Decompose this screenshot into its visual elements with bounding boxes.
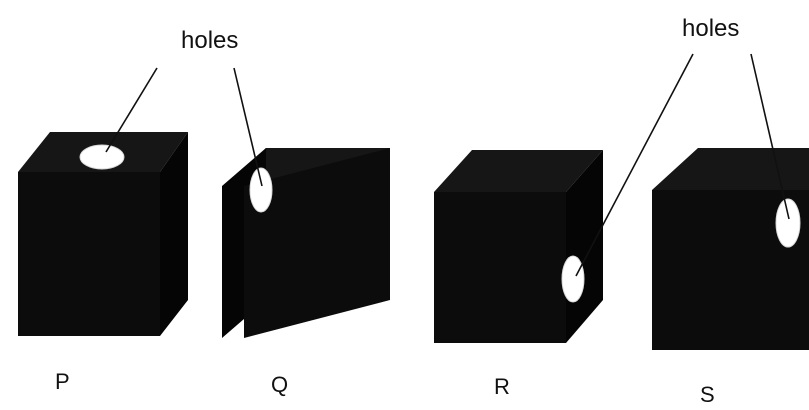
leader-line-to-hole-s: [750, 53, 790, 220]
block-s-hole: [775, 198, 801, 248]
caption-holes-right: holes: [682, 15, 739, 42]
block-r: [434, 150, 603, 343]
block-label-q: Q: [271, 372, 288, 397]
block-s: [652, 148, 809, 350]
block-p: [18, 132, 188, 336]
block-s-front-face: [652, 190, 809, 350]
block-r-hole: [561, 255, 585, 303]
leader-line-to-hole-q: [233, 67, 263, 187]
block-p-front-face: [18, 172, 160, 336]
block-q: [222, 148, 390, 338]
block-q-hole: [249, 167, 273, 213]
block-label-r: R: [494, 374, 510, 399]
leader-line-to-hole-r: [575, 53, 694, 277]
caption-holes-left: holes: [181, 27, 238, 54]
block-r-front-face: [434, 192, 566, 343]
block-r-top-face: [434, 150, 603, 192]
block-s-top-face: [652, 148, 809, 190]
block-label-s: S: [700, 382, 715, 407]
block-p-hole: [79, 144, 125, 170]
block-p-side-face: [160, 132, 188, 336]
block-q-front-face: [244, 148, 390, 338]
block-label-p: P: [55, 369, 70, 394]
leader-line-to-hole-p: [105, 67, 158, 153]
